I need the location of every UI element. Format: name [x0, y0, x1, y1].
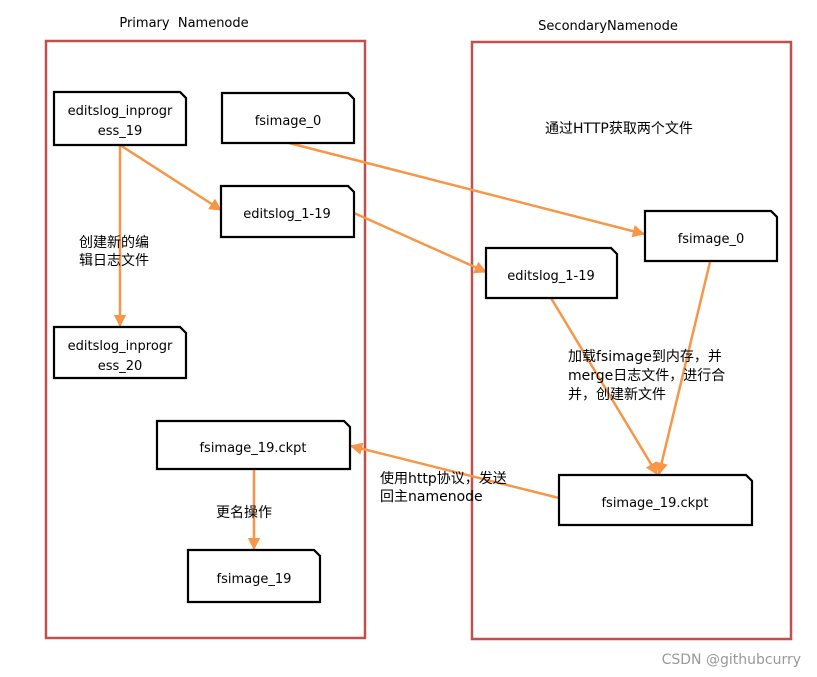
file-editslog-inprogress-20 [52, 325, 188, 380]
file-label: editslog_inprogr [68, 104, 173, 119]
arrow-ckpt-to-primary [349, 442, 560, 500]
secondary-namenode-panel [470, 40, 793, 641]
primary-namenode-panel [44, 39, 367, 640]
primary-namenode-title: Primary Namenode [119, 16, 248, 31]
file-label: ess_20 [98, 359, 143, 374]
note-create-new-edits: 创建新的编 [79, 235, 149, 251]
note-create-new-edits: 辑日志文件 [79, 253, 149, 269]
file-label: fsimage_19 [217, 572, 292, 587]
file-editslog-1-19-primary [219, 184, 356, 239]
note-load-merge: 加载fsimage到内存，并 [568, 349, 722, 365]
note-http-fetch: 通过HTTP获取两个文件 [545, 121, 693, 137]
file-fsimage-19-ckpt-secondary [557, 473, 754, 527]
file-fsimage-0-secondary [643, 209, 779, 263]
arrow-editslog-to-ckpt [549, 297, 659, 476]
note-load-merge: 并，创建新文件 [568, 387, 666, 403]
file-fsimage-19-ckpt-primary [155, 419, 352, 471]
note-http-send: 回主namenode [380, 489, 483, 505]
file-label: editslog_inprogr [68, 339, 173, 354]
arrow-fsimage0-to-ckpt [655, 261, 712, 476]
file-fsimage-0-primary [220, 91, 356, 145]
file-label: fsimage_19.ckpt [601, 496, 708, 511]
note-http-send: 使用http协议，发送 [380, 470, 507, 487]
file-label: fsimage_0 [678, 232, 745, 247]
file-editslog-1-19-secondary [484, 246, 619, 300]
file-editslog-inprogress-19 [52, 90, 188, 147]
arrow-editslog-to-secondary [353, 211, 488, 274]
file-label: fsimage_0 [255, 114, 322, 129]
file-label: editslog_1-19 [507, 269, 595, 284]
file-fsimage-19-primary [186, 548, 322, 604]
file-label: ess_19 [98, 124, 143, 139]
note-load-merge: merge日志文件，进行合 [568, 368, 725, 384]
watermark: CSDN @githubcurry [662, 652, 801, 668]
arrow-fsimage0-to-secondary [288, 141, 646, 238]
file-label: editslog_1-19 [243, 207, 331, 222]
file-label: fsimage_19.ckpt [199, 441, 306, 456]
secondary-namenode-title: SecondaryNamenode [538, 19, 678, 34]
arrow-inprogress19-to-editslog [119, 143, 223, 212]
note-rename: 更名操作 [216, 505, 272, 521]
